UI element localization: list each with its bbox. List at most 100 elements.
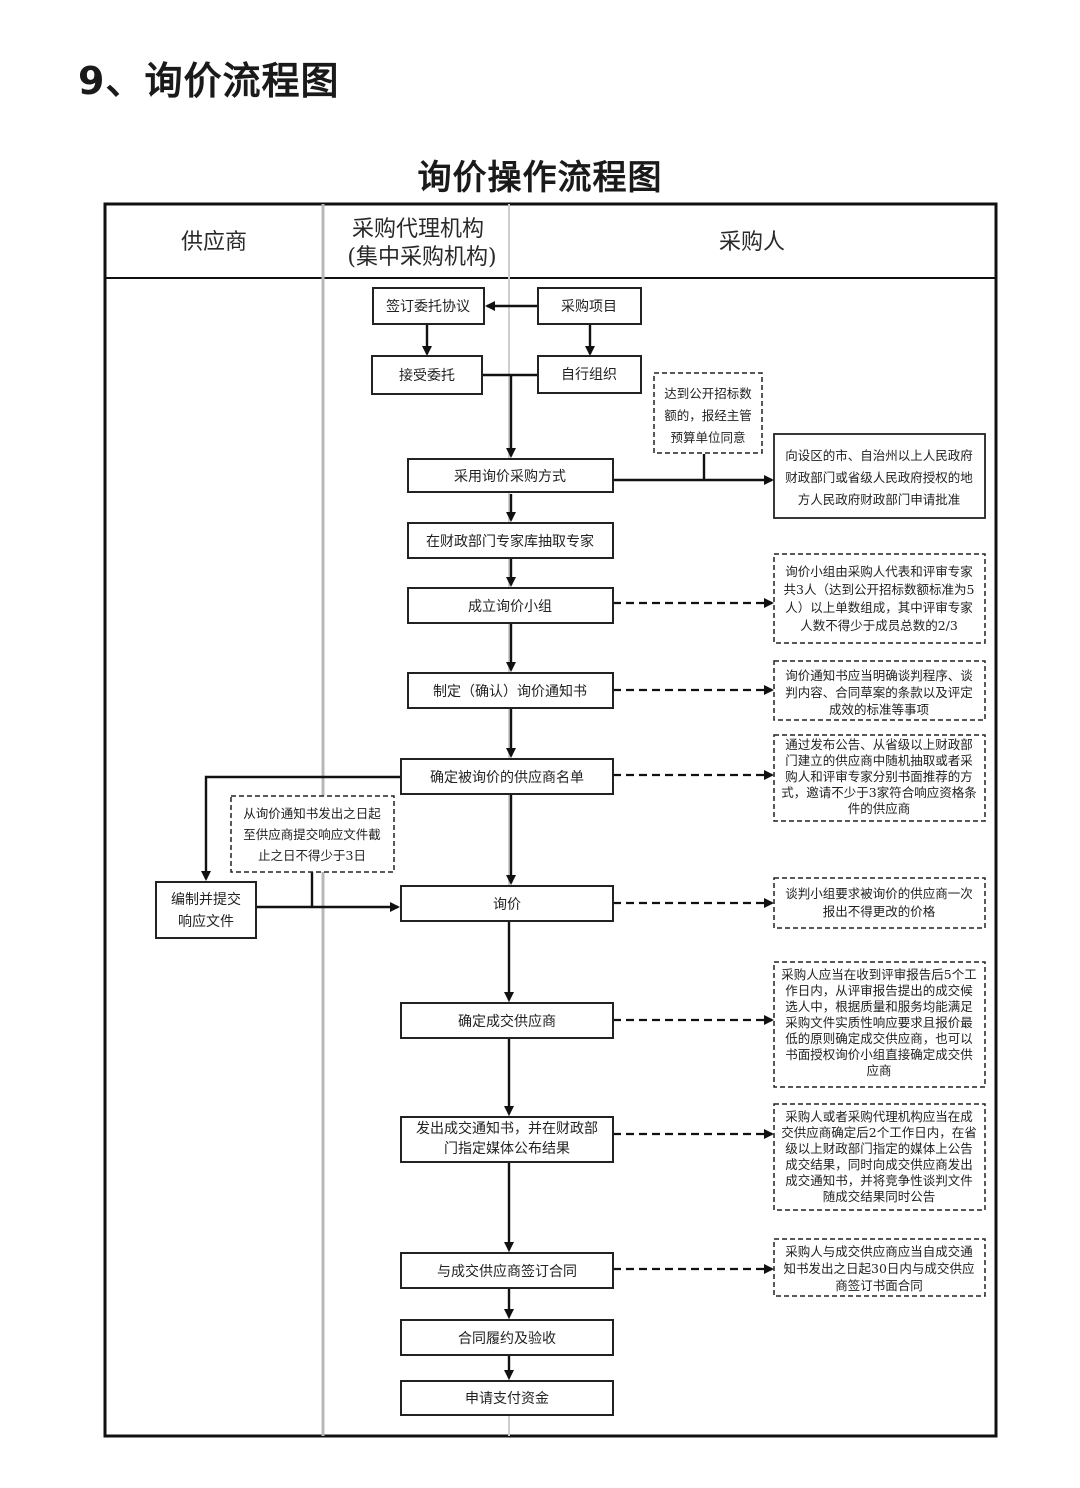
node-adopt-inquiry-label: 采用询价采购方式 [454, 469, 566, 485]
text-line: 采购人或者采购代理机构应当在成 [785, 1109, 973, 1124]
text-line: 制定（确认）询价通知书 [433, 683, 587, 700]
text-line: 达到公开招标数 [664, 386, 752, 401]
flowchart-frame [103, 202, 998, 1438]
text-line: 采购人与成交供应商应当自成交通 [785, 1244, 973, 1259]
text-line: 级以上财政部门指定的媒体上公告 [785, 1141, 973, 1156]
text-line: 通过发布公告、从省级以上财政部 [785, 737, 973, 752]
edge-suppliers-to-response [201, 775, 401, 881]
node-determine-winner: 确定成交供应商 [400, 1002, 614, 1039]
text-line: 询价 [493, 897, 521, 913]
node-sign-agreement-label: 签订委托协议 [386, 298, 470, 315]
node-determine-suppliers: 确定被询价的供应商名单 [400, 758, 614, 795]
lane-label-agency-sub: (集中采购机构) [347, 245, 496, 270]
note-contract-rule: 采购人与成交供应商应当自成交通知书发出之日起30日内与成交供应商签订书面合同 [773, 1238, 986, 1297]
note-supplier-rule: 通过发布公告、从省级以上财政部门建立的供应商中随机抽取或者采购人和评审专家分别书… [773, 734, 986, 822]
note-price-rule: 谈判小组要求被询价的供应商一次报出不得更改的价格 [773, 877, 986, 929]
node-prepare-response: 编制并提交响应文件 [155, 881, 257, 939]
lane-label-supplier: 供应商 [181, 230, 247, 255]
text-line: 采购文件实质性响应要求且报价最 [785, 1015, 973, 1030]
text-line: 人数不得少于成员总数的2/3 [800, 618, 958, 633]
text-line: 向设区的市、自治州以上人民政府 [785, 448, 973, 463]
text-line: 与成交供应商签订合同 [437, 1263, 577, 1280]
text-line: 成交通知书，并将竞争性谈判文件 [785, 1173, 973, 1188]
note-notice-rule-text: 询价通知书应当明确谈判程序、谈判内容、合同草案的条款以及评定成效的标准等事项 [785, 668, 973, 717]
note-winner-rule-text: 采购人应当在收到评审报告后5个工作日内，从评审报告提出的成交候选人中，根据质量和… [781, 967, 976, 1078]
note-deadline: 从询价通知书发出之日起至供应商提交响应文件截止之日不得少于3日 [230, 795, 395, 873]
text-line: 申请支付资金 [465, 1391, 549, 1407]
node-issue-notice-label: 发出成交通知书，并在财政部门指定媒体公布结果 [416, 1120, 598, 1157]
node-sign-contract-label: 与成交供应商签订合同 [437, 1263, 577, 1280]
note-threshold-text: 达到公开招标数额的，报经主管预算单位同意 [664, 386, 752, 445]
node-draw-experts-label: 在财政部门专家库抽取专家 [426, 533, 594, 550]
note-threshold: 达到公开招标数额的，报经主管预算单位同意 [653, 372, 763, 454]
flowchart-title: 询价操作流程图 [417, 158, 663, 198]
node-draw-experts: 在财政部门专家库抽取专家 [407, 522, 614, 559]
text-line: 采购项目 [561, 299, 617, 315]
text-line: 止之日不得少于3日 [258, 848, 366, 863]
text-line: 随成交结果同时公告 [823, 1189, 936, 1204]
node-determine-winner-label: 确定成交供应商 [458, 1013, 556, 1030]
text-line: 编制并提交 [171, 891, 241, 908]
text-line: 知书发出之日起30日内与成交供应 [784, 1261, 975, 1276]
connectors [201, 301, 774, 1380]
text-line: 判内容、合同草案的条款以及评定 [785, 685, 973, 700]
text-line: 签订委托协议 [386, 298, 470, 315]
text-line: 应商 [866, 1063, 891, 1078]
note-supplier-rule-text: 通过发布公告、从省级以上财政部门建立的供应商中随机抽取或者采购人和评审专家分别书… [781, 737, 977, 816]
node-adopt-inquiry: 采用询价采购方式 [407, 458, 614, 493]
text-line: 书面授权询价小组直接确定成交供 [785, 1047, 973, 1062]
text-line: 门建立的供应商中随机抽取或者采 [785, 753, 973, 768]
text-line: 采购人应当在收到评审报告后5个工 [781, 967, 976, 982]
text-line: 交供应商确定后2个工作日内，在省 [781, 1125, 976, 1140]
text-line: 从询价通知书发出之日起 [243, 806, 381, 821]
text-line: 至供应商提交响应文件截 [243, 827, 381, 842]
node-purchase-project-label: 采购项目 [561, 299, 617, 315]
node-prepare-response-label: 编制并提交响应文件 [171, 891, 241, 930]
node-self-organize-label: 自行组织 [561, 367, 617, 383]
text-line: 财政部门或省级人民政府授权的地 [785, 470, 973, 485]
note-contract-rule-text: 采购人与成交供应商应当自成交通知书发出之日起30日内与成交供应商签订书面合同 [784, 1244, 975, 1293]
note-price-rule-text: 谈判小组要求被询价的供应商一次报出不得更改的价格 [785, 886, 973, 919]
text-line: 作日内，从评审报告提出的成交候 [785, 983, 973, 998]
node-make-notice: 制定（确认）询价通知书 [407, 672, 614, 709]
text-line: 确定被询价的供应商名单 [430, 769, 584, 786]
text-line: 低的原则确定成交供应商，也可以 [785, 1031, 973, 1046]
lane-label-agency: 采购代理机构 [352, 217, 484, 242]
note-notice-rule: 询价通知书应当明确谈判程序、谈判内容、合同草案的条款以及评定成效的标准等事项 [773, 660, 986, 721]
text-line: 响应文件 [178, 913, 234, 930]
node-make-notice-label: 制定（确认）询价通知书 [433, 683, 587, 700]
text-line: 发出成交通知书，并在财政部 [416, 1120, 598, 1137]
node-sign-contract: 与成交供应商签订合同 [400, 1252, 614, 1289]
text-line: 式，邀请不少于3家符合响应资格条 [781, 785, 977, 800]
text-line: 方人民政府财政部门申请批准 [798, 492, 961, 507]
node-inquiry-label: 询价 [493, 897, 521, 913]
note-publish-rule-text: 采购人或者采购代理机构应当在成交供应商确定后2个工作日内，在省级以上财政部门指定… [781, 1109, 976, 1204]
node-accept-entrust: 接受委托 [371, 355, 483, 395]
node-perform-accept: 合同履约及验收 [400, 1319, 614, 1356]
node-apply-payment: 申请支付资金 [400, 1380, 614, 1416]
note-approval-text: 向设区的市、自治州以上人民政府财政部门或省级人民政府授权的地方人民政府财政部门申… [785, 448, 973, 507]
page-heading: 9、询价流程图 [78, 59, 340, 103]
text-line: 商签订书面合同 [835, 1278, 923, 1293]
text-line: 门指定媒体公布结果 [444, 1141, 570, 1157]
text-line: 选人中，根据质量和服务均能满足 [785, 999, 973, 1014]
text-line: 成立询价小组 [468, 599, 552, 615]
node-inquiry: 询价 [400, 885, 614, 922]
text-line: 采用询价采购方式 [454, 469, 566, 485]
text-line: 人）以上单数组成，其中评审专家 [785, 600, 973, 615]
text-line: 询价通知书应当明确谈判程序、谈 [785, 668, 973, 683]
node-accept-entrust-label: 接受委托 [399, 367, 455, 384]
node-sign-agreement: 签订委托协议 [372, 287, 485, 325]
text-line: 自行组织 [561, 367, 617, 383]
text-line: 成效的标准等事项 [829, 702, 929, 717]
text-line: 预算单位同意 [670, 430, 745, 445]
node-determine-suppliers-label: 确定被询价的供应商名单 [430, 769, 584, 786]
note-winner-rule: 采购人应当在收到评审报告后5个工作日内，从评审报告提出的成交候选人中，根据质量和… [773, 961, 986, 1088]
text-line: 额的，报经主管 [664, 408, 752, 423]
text-line: 询价小组由采购人代表和评审专家 [785, 564, 973, 579]
note-deadline-text: 从询价通知书发出之日起至供应商提交响应文件截止之日不得少于3日 [243, 806, 381, 863]
node-perform-accept-label: 合同履约及验收 [458, 1331, 556, 1347]
node-self-organize: 自行组织 [537, 355, 642, 394]
node-issue-notice: 发出成交通知书，并在财政部门指定媒体公布结果 [400, 1116, 614, 1163]
lane-label-purchaser: 采购人 [719, 230, 785, 255]
